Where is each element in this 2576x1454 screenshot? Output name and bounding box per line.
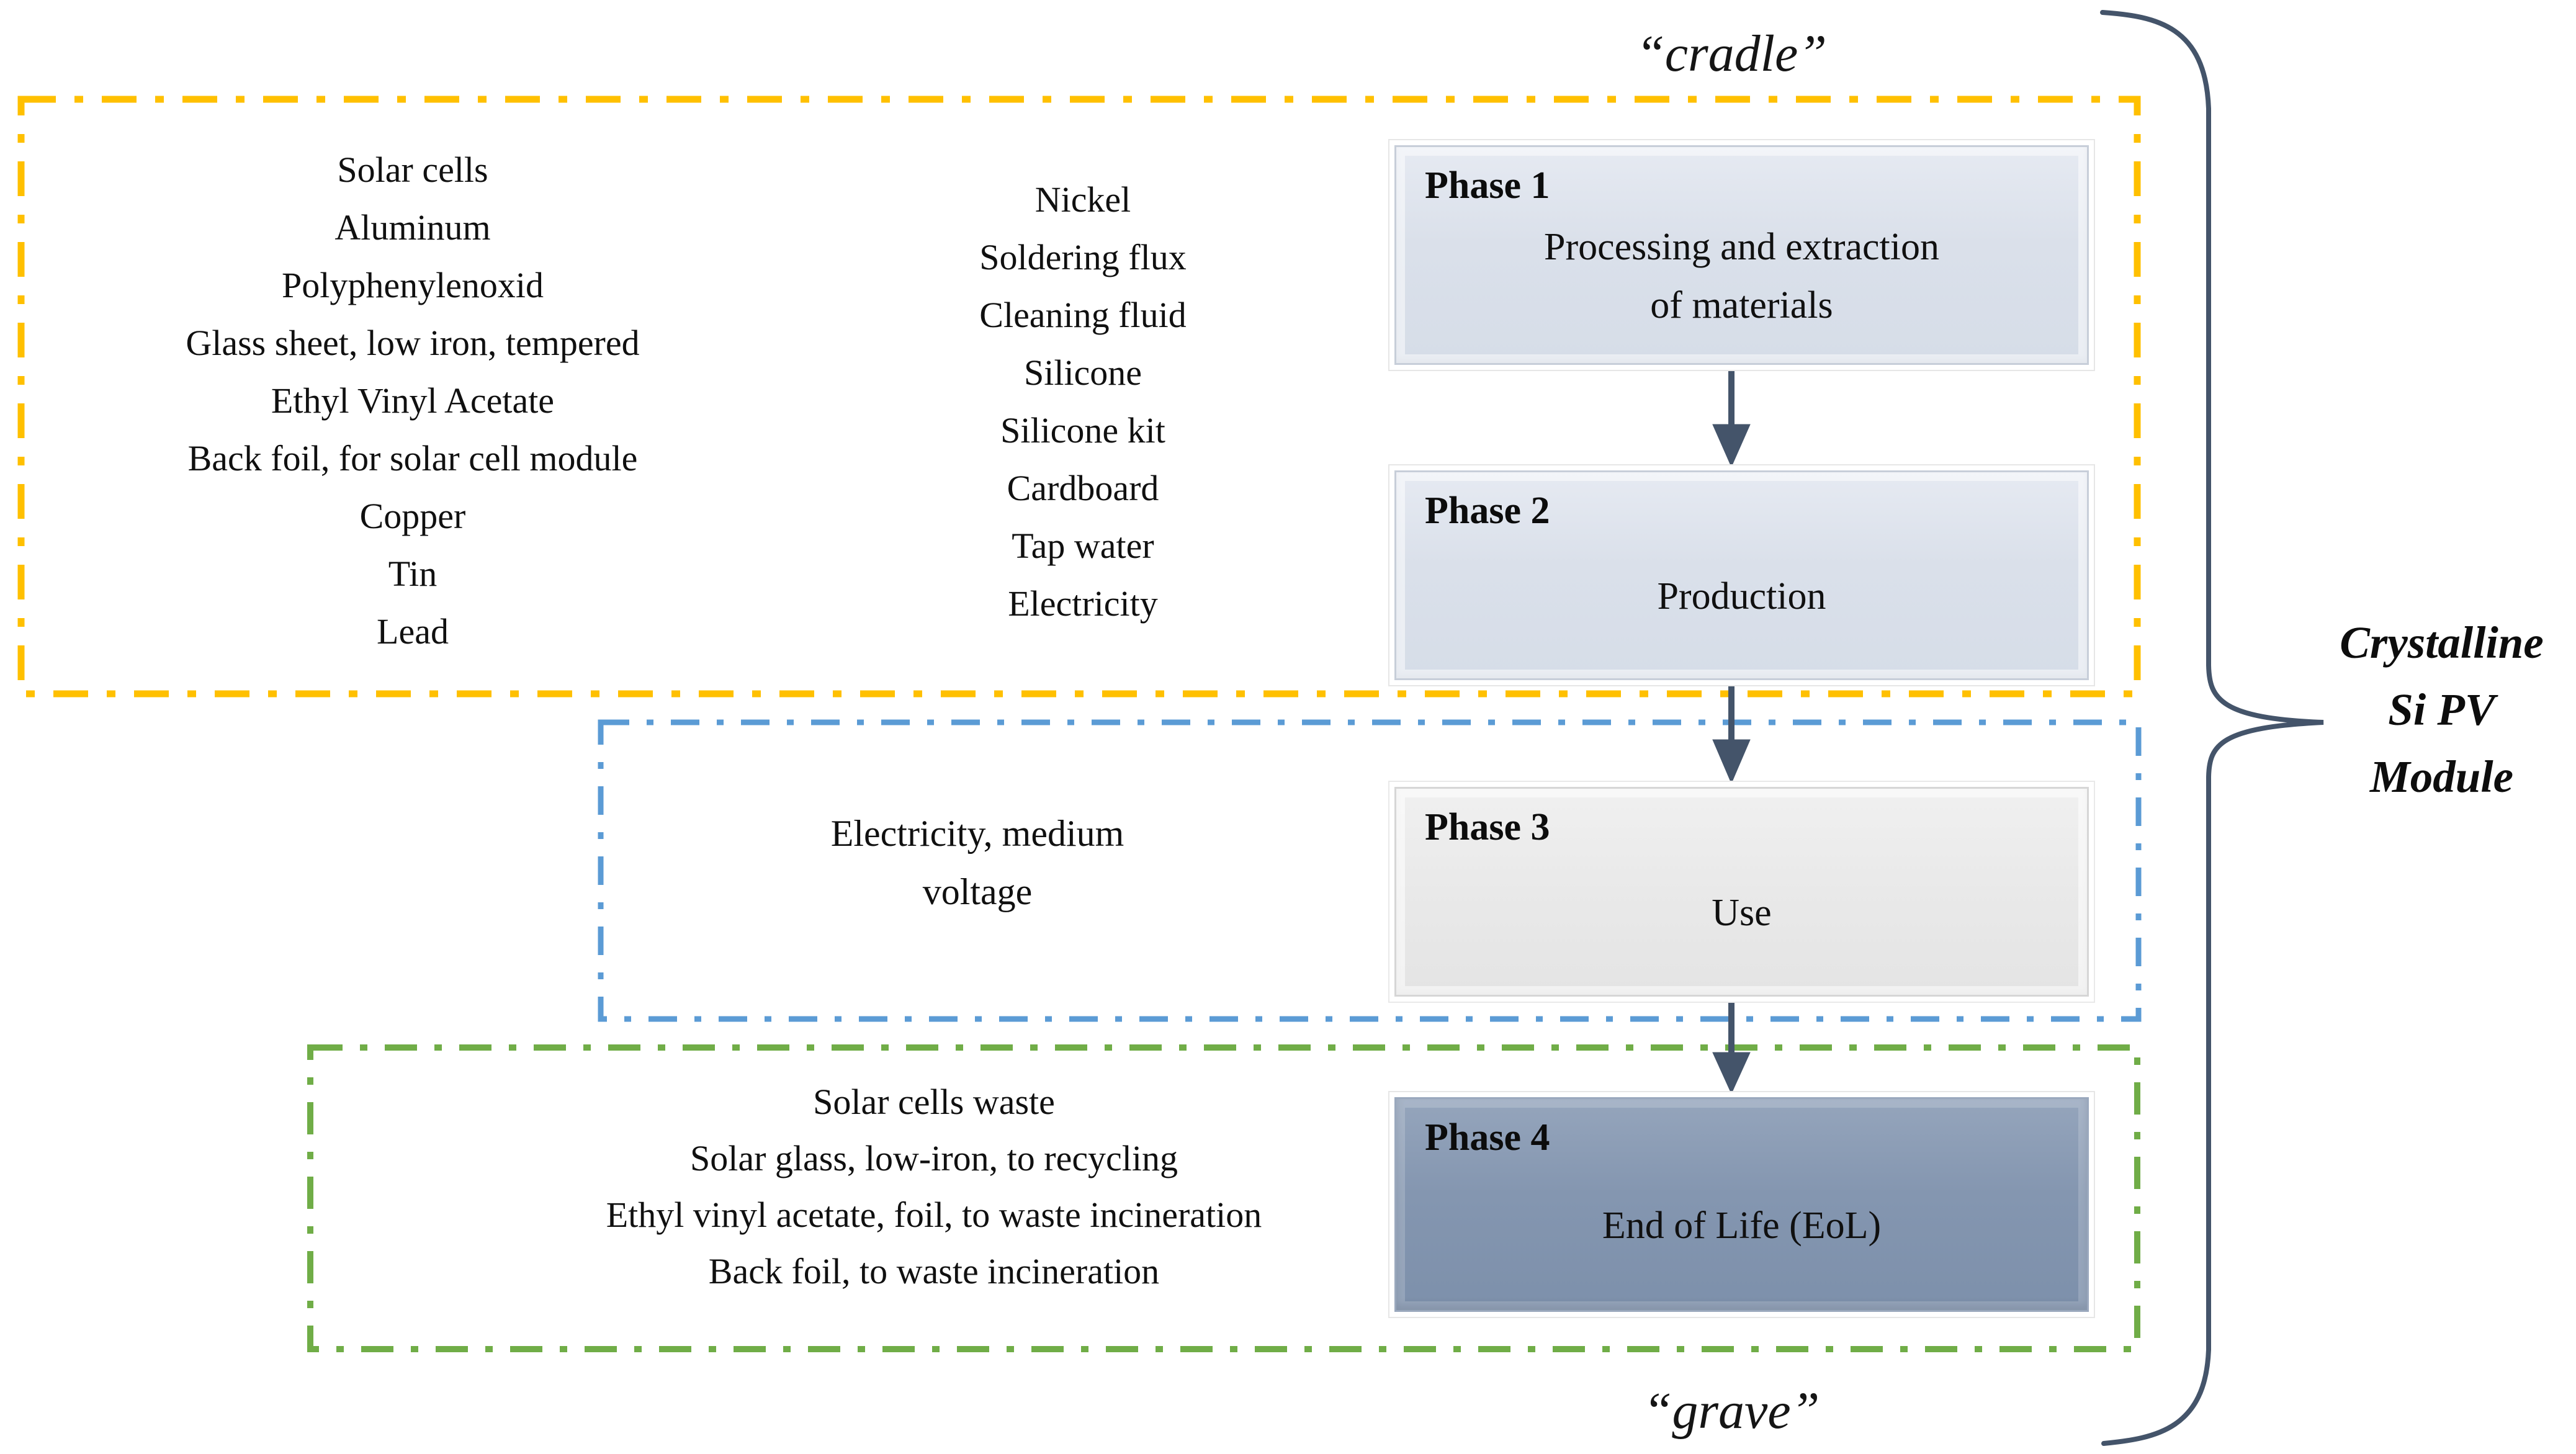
cradle-label: “cradle” — [1635, 25, 1828, 83]
arrow-phase2-to-phase3-head — [1712, 739, 1751, 784]
raw-material-item: Copper — [359, 496, 466, 536]
raw-material-item: Back foil, for solar cell module — [187, 438, 638, 478]
phase-3-box: Phase 3 Use — [1394, 787, 2089, 997]
eol-output-item: Solar cells waste — [813, 1082, 1055, 1122]
phase-4-body-line: End of Life (EoL) — [1602, 1205, 1882, 1247]
use-phase-input-label: Electricity, medium voltage — [732, 804, 1223, 921]
phase-2-body-line: Production — [1657, 575, 1826, 617]
cradle-boundary-box — [17, 96, 2141, 698]
phase-1-body: Processing and extraction of materials — [1396, 208, 2087, 363]
module-label: Crystalline Si PV Module — [2307, 609, 2576, 810]
raw-material-item: Tin — [388, 554, 438, 594]
raw-material-item: Ethyl Vinyl Acetate — [271, 380, 555, 421]
grave-label: “grave” — [1643, 1382, 1820, 1440]
phase-1-label: Phase 1 — [1425, 164, 1550, 207]
phase-3-body-line: Use — [1712, 892, 1772, 934]
phase-2-box: Phase 2 Production — [1394, 470, 2089, 680]
phase-3-label: Phase 3 — [1425, 806, 1550, 848]
process-material-item: Silicone — [1023, 352, 1142, 393]
module-label-line: Si PV — [2388, 684, 2495, 735]
phase-1-body-line: Processing and extraction — [1543, 226, 1940, 268]
eol-output-item: Solar glass, low-iron, to recycling — [689, 1138, 1178, 1178]
process-material-item: Nickel — [1034, 179, 1131, 220]
process-material-item: Cleaning fluid — [979, 295, 1187, 335]
use-boundary-box — [598, 719, 2142, 1022]
arrow-phase1-to-phase2-head — [1712, 424, 1751, 468]
use-phase-input-line: voltage — [922, 871, 1033, 912]
process-material-item: Cardboard — [1007, 468, 1159, 508]
raw-material-item: Solar cells — [337, 150, 488, 190]
phase-2-label: Phase 2 — [1425, 490, 1550, 532]
raw-material-item: Lead — [377, 611, 449, 652]
phase-4-body: End of Life (EoL) — [1396, 1160, 2087, 1310]
eol-output-item: Back foil, to waste incineration — [708, 1251, 1160, 1291]
phase-1-box: Phase 1 Processing and extraction of mate… — [1394, 145, 2089, 365]
process-material-item: Electricity — [1008, 583, 1158, 624]
use-phase-input-line: Electricity, medium — [830, 813, 1124, 854]
module-label-line: Crystalline — [2340, 617, 2544, 668]
module-label-line: Module — [2369, 752, 2514, 802]
eol-boundary-box — [307, 1044, 2140, 1352]
phase-4-label: Phase 4 — [1425, 1116, 1550, 1159]
process-material-item: Silicone kit — [1000, 410, 1165, 451]
raw-material-item: Aluminum — [334, 207, 491, 248]
raw-material-item: Polyphenylenoxid — [281, 265, 544, 305]
flow-arrows — [1712, 364, 1751, 1095]
module-brace — [2100, 10, 2324, 1446]
phase-2-body: Production — [1396, 533, 2087, 678]
phase-4-box: Phase 4 End of Life (EoL) — [1394, 1097, 2089, 1312]
phase-1-body-line: of materials — [1650, 284, 1833, 326]
raw-material-item: Glass sheet, low iron, tempered — [186, 323, 640, 363]
eol-output-item: Ethyl vinyl acetate, foil, to waste inci… — [606, 1195, 1262, 1235]
phase-3-body: Use — [1396, 850, 2087, 995]
arrow-phase3-to-phase4-head — [1712, 1052, 1751, 1095]
process-material-item: Soldering flux — [979, 237, 1187, 277]
process-material-item: Tap water — [1012, 526, 1154, 566]
